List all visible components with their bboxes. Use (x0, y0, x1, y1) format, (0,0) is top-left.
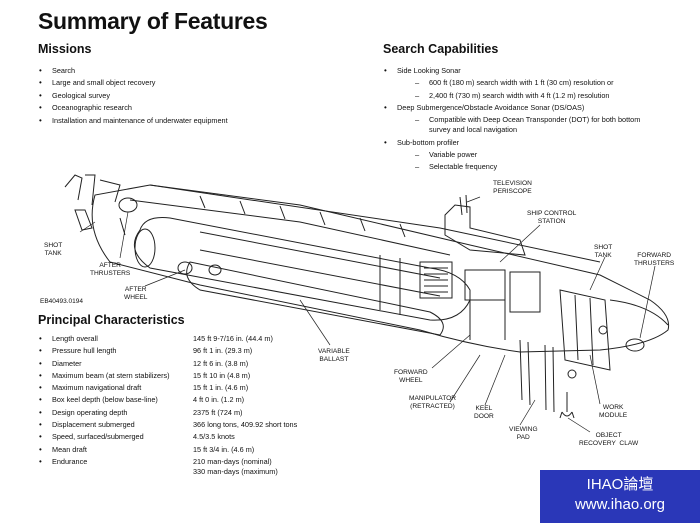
label-television-periscope: TELEVISION PERISCOPE (493, 180, 532, 195)
missions-item: Geological survey (38, 90, 228, 103)
search-item: Deep Submergence/Obstacle Avoidance Sona… (383, 102, 659, 136)
principal-characteristics-heading: Principal Characteristics (38, 313, 185, 327)
search-sublist: Compatible with Deep Ocean Transponder (… (397, 115, 659, 137)
search-item: Sub-bottom profiler Variable power Selec… (383, 137, 659, 175)
search-subitem: Selectable frequency (415, 161, 659, 174)
missions-list: Search Large and small object recovery G… (38, 65, 228, 127)
row-value: 366 long tons, 409.92 short tons (193, 420, 298, 430)
after-wheel-marker (208, 264, 222, 276)
row-label: Design operating depth (52, 407, 128, 417)
row-value: 4 ft 0 in. (1.2 m) (193, 395, 245, 405)
row-value: 15 ft 10 in (4.8 m) (193, 370, 251, 380)
watermark-line: IHAO論壇 (586, 476, 654, 493)
watermark-line: www.ihao.org (574, 496, 666, 513)
label-work-module: WORK MODULE (599, 404, 628, 419)
missions-item: Installation and maintenance of underwat… (38, 115, 228, 128)
label-after-wheel: AFTER WHEEL (124, 286, 148, 301)
missions-item: Oceanographic research (38, 102, 228, 115)
row-label: Pressure hull length (52, 346, 117, 356)
row-label: Maximum beam (at stern stabilizers) (52, 370, 170, 380)
document-id: EB40493.0194 (40, 298, 84, 305)
row-value: 4.5/3.5 knots (193, 432, 235, 442)
label-shot-tank-aft: SHOT TANK (44, 242, 63, 257)
search-item-label: Deep Submergence/Obstacle Avoidance Sona… (397, 103, 585, 113)
forward-thruster (625, 338, 645, 352)
search-item-label: Sub-bottom profiler (397, 137, 460, 147)
label-ship-control-station: SHIP CONTROL STATION (527, 210, 577, 225)
sail (444, 204, 526, 256)
row-value: 2375 ft (724 m) (193, 407, 243, 417)
label-forward-thrusters: FORWARD THRUSTERS (634, 252, 675, 267)
row-label: Diameter (52, 358, 82, 368)
search-subitem: 600 ft (180 m) search width with 1 ft (3… (415, 77, 659, 90)
missions-item: Large and small object recovery (38, 77, 228, 90)
row-value: 15 ft 1 in. (4.6 m) (193, 383, 249, 393)
row-label: Speed, surfaced/submerged (52, 432, 144, 442)
pressure-hull (133, 217, 471, 321)
deck-line (149, 184, 601, 263)
row-value: 15 ft 3/4 in. (4.6 m) (193, 444, 255, 454)
search-subitem: 2,400 ft (730 m) search width with 4 ft … (415, 90, 659, 103)
row-label: Displacement submerged (52, 420, 135, 430)
search-item-label: Side Looking Sonar (397, 66, 461, 75)
label-viewing-pad: VIEWING PAD (509, 426, 538, 441)
watermark: IHAO論壇 www.ihao.org (540, 470, 700, 523)
search-capabilities-list: Side Looking Sonar 600 ft (180 m) search… (383, 65, 659, 174)
row-value: 12 ft 6 in. (3.8 m) (193, 358, 249, 368)
variable-ballast-tank (186, 261, 444, 336)
search-sublist: 600 ft (180 m) search width with 1 ft (3… (397, 77, 659, 102)
row-value: 210 man-days (nominal) 330 man-days (max… (193, 456, 278, 477)
row-label: Mean draft (52, 444, 87, 454)
label-keel-door: KEEL DOOR (474, 405, 494, 420)
label-forward-wheel: FORWARD WHEEL (394, 369, 428, 384)
row-label: Maximum navigational draft (52, 383, 142, 393)
search-sublist: Variable power Selectable frequency (397, 149, 659, 174)
row-label: Box keel depth (below base-line) (52, 395, 158, 405)
hull-outline (91, 184, 670, 353)
page-title: Summary of Features (38, 8, 268, 34)
row-label: Endurance (52, 456, 88, 466)
after-thruster (118, 197, 138, 213)
row-label: Length overall (52, 334, 98, 343)
search-subitem: Compatible with Deep Ocean Transponder (… (415, 115, 659, 137)
search-item: Side Looking Sonar 600 ft (180 m) search… (383, 65, 659, 103)
row-value: 96 ft 1 in. (29.3 m) (193, 346, 253, 356)
ship-control-station-box (419, 261, 453, 299)
label-variable-ballast: VARIABLE BALLAST (318, 348, 350, 363)
label-shot-tank-fwd: SHOT TANK (594, 244, 613, 259)
object-recovery-claw (559, 392, 575, 419)
missions-item: Search (38, 65, 228, 78)
label-after-thrusters: AFTER THRUSTERS (90, 262, 131, 277)
missions-heading: Missions (38, 42, 92, 56)
search-subitem: Variable power (415, 149, 659, 162)
stern-fins (64, 174, 121, 206)
row-value: 145 ft 9-7/16 in. (44.4 m) (193, 334, 273, 343)
label-object-recovery-claw: OBJECT RECOVERY CLAW (579, 432, 639, 447)
search-capabilities-heading: Search Capabilities (383, 42, 499, 56)
work-module (559, 289, 611, 371)
label-manipulator: MANIPULATOR (RETRACTED) (409, 395, 457, 410)
